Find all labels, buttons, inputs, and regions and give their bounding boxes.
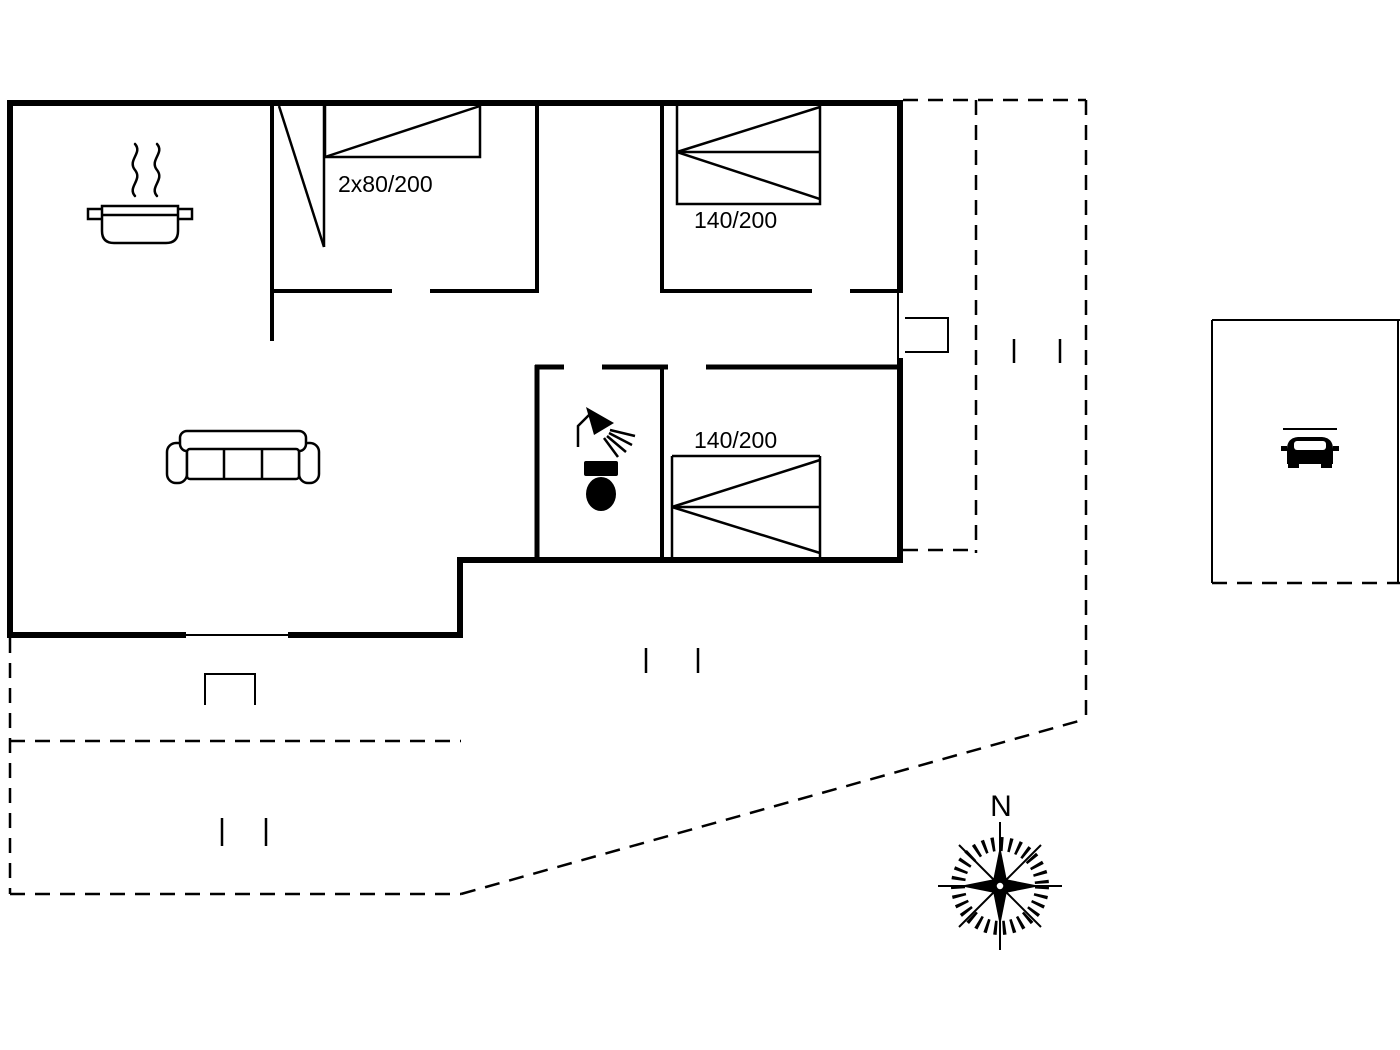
interior-walls <box>270 100 900 341</box>
carport <box>1211 319 1400 585</box>
exterior-walls <box>7 100 903 638</box>
bed-icon-middle <box>670 454 822 557</box>
double-bed-icon <box>323 103 482 159</box>
bed-size-label: 140/200 <box>694 207 777 233</box>
compass-rose-icon <box>938 822 1062 950</box>
terrace-boundaries <box>8 98 1088 896</box>
bed-icon-top-right <box>675 103 822 206</box>
shower-icon <box>576 407 636 458</box>
door-swing <box>277 105 326 248</box>
car-icon <box>1281 428 1339 468</box>
door-thresholds <box>186 293 899 636</box>
terrace-opening-marks <box>220 339 1062 846</box>
toilet-icon <box>584 461 618 511</box>
entrance-steps <box>204 317 949 705</box>
bed-size-label: 140/200 <box>694 427 777 453</box>
bed-size-label: 2x80/200 <box>338 171 433 197</box>
sofa-icon <box>165 429 321 485</box>
bathroom-block-walls <box>534 364 902 562</box>
compass-north-label: N <box>990 790 1012 823</box>
cooking-pot-with-steam-icon <box>86 142 194 245</box>
